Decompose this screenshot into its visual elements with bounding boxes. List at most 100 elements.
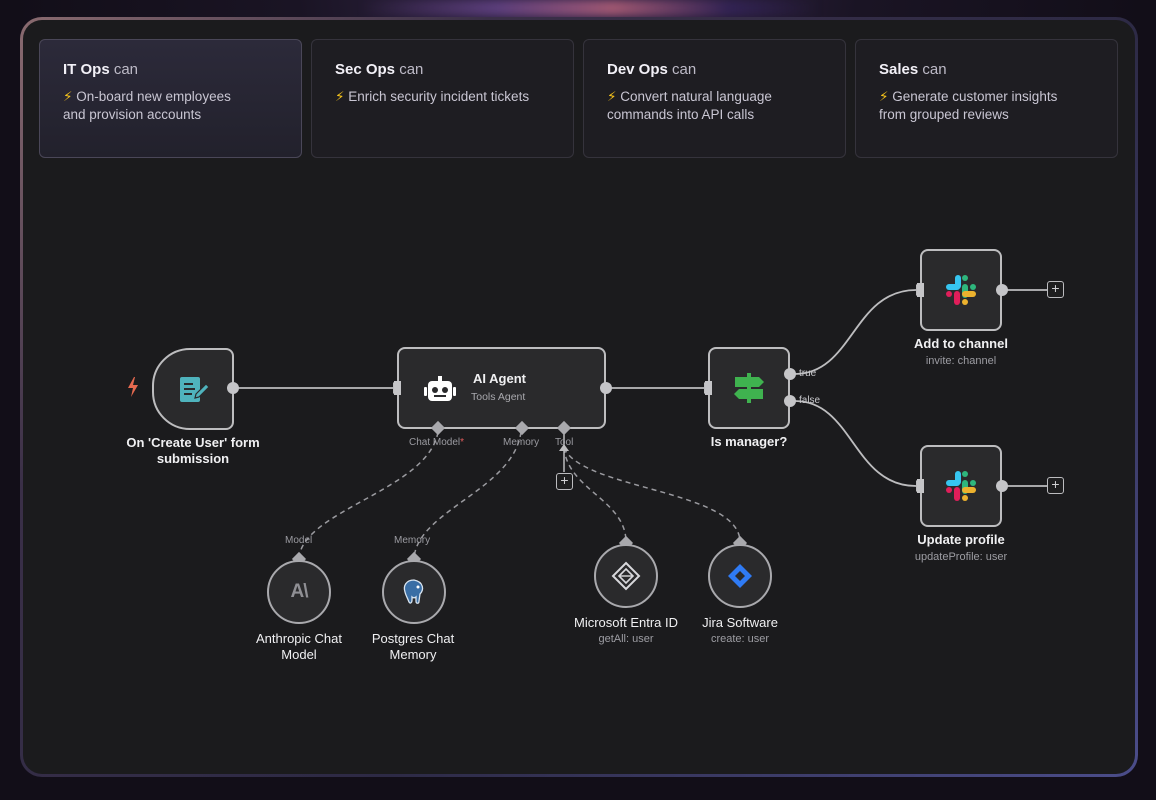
jira-software-node[interactable]: [708, 544, 772, 608]
postgres-port-label: Memory: [394, 535, 431, 546]
card-it-ops[interactable]: IT Ops can ⚡ On-board new employees and p…: [39, 39, 302, 158]
entra-sub: getAll: user: [598, 633, 654, 645]
true-output-port[interactable]: [784, 368, 796, 380]
arrow-tool-up: [559, 444, 569, 451]
app-frame: IT Ops can ⚡ On-board new employees and p…: [20, 17, 1138, 777]
card-desc-line2: commands into API calls: [607, 107, 755, 122]
signpost-icon: [734, 373, 764, 403]
update-profile-label: Update profile: [917, 532, 1005, 547]
card-title: Dev Ops can: [607, 60, 822, 80]
ai-agent-title: AI Agent: [473, 371, 526, 386]
add-to-channel-node[interactable]: [920, 249, 1002, 331]
frame-inner: IT Ops can ⚡ On-board new employees and p…: [23, 20, 1135, 774]
trigger-bolt-icon: [126, 376, 140, 398]
trigger-node[interactable]: [152, 348, 234, 430]
false-label: false: [799, 395, 821, 406]
anthropic-icon: A\: [290, 581, 309, 602]
card-description: ⚡ On-board new employees and provision ac…: [63, 88, 278, 124]
card-title: Sec Ops can: [335, 60, 550, 80]
card-title: IT Ops can: [63, 60, 278, 80]
bolt-icon: ⚡: [607, 89, 617, 104]
card-sec-ops[interactable]: Sec Ops can ⚡ Enrich security incident t…: [311, 39, 574, 158]
bolt-icon: ⚡: [63, 89, 73, 104]
update-profile-output-port[interactable]: [996, 480, 1008, 492]
anthropic-chat-model-node[interactable]: A\: [267, 560, 331, 624]
bolt-icon: ⚡: [879, 89, 889, 104]
update-profile-node[interactable]: [920, 445, 1002, 527]
slack-icon: [946, 471, 976, 501]
slack-icon: [946, 275, 976, 305]
chat-model-text: Chat Model: [409, 437, 461, 448]
link-true-add-channel: [794, 289, 917, 375]
true-label: true: [799, 368, 817, 379]
add-after-profile-button[interactable]: +: [1047, 477, 1064, 494]
anthropic-port-label: Model: [285, 535, 313, 546]
update-profile-input-port[interactable]: [917, 479, 924, 493]
link-model-dashed: [298, 431, 439, 559]
card-sales[interactable]: Sales can ⚡ Generate customer insights fr…: [855, 39, 1118, 158]
add-to-channel-output-port[interactable]: [996, 284, 1008, 296]
card-dev-ops[interactable]: Dev Ops can ⚡ Convert natural language co…: [583, 39, 846, 158]
postgres-chat-memory-node[interactable]: [382, 560, 446, 624]
link-tool-entra-dashed: [563, 447, 627, 543]
is-manager-label: Is manager?: [710, 434, 788, 449]
top-glow: [360, 0, 820, 16]
card-can: can: [399, 61, 424, 78]
card-team: Sec Ops: [335, 61, 396, 78]
chat-model-port-label: Chat Model*: [409, 437, 464, 448]
card-desc-line1: Convert natural language: [620, 89, 772, 104]
card-team: Dev Ops: [607, 61, 668, 78]
form-icon: [180, 377, 210, 402]
ai-agent-input-port[interactable]: [394, 381, 401, 395]
jira-label: Jira Software: [702, 615, 778, 630]
required-marker: *: [460, 437, 465, 448]
card-team: Sales: [879, 61, 919, 78]
tool-port-label: Tool: [555, 437, 574, 448]
entra-diamond-icon: [611, 561, 641, 591]
postgres-elephant-icon: [403, 579, 424, 604]
add-to-channel-label: Add to channel: [914, 336, 1008, 351]
card-desc-line2: and provision accounts: [63, 107, 202, 122]
microsoft-entra-node[interactable]: [594, 544, 658, 608]
trigger-label-line2: submission: [156, 451, 230, 466]
card-desc-line1: Enrich security incident tickets: [348, 89, 530, 104]
entra-label: Microsoft Entra ID: [573, 615, 679, 630]
card-description: ⚡ Generate customer insights from grouped…: [879, 88, 1094, 124]
add-tool-button[interactable]: +: [556, 473, 573, 490]
postgres-label-line1: Postgres Chat: [371, 631, 455, 646]
bolt-icon: ⚡: [335, 89, 345, 104]
is-manager-node[interactable]: [708, 347, 790, 429]
false-output-port[interactable]: [784, 395, 796, 407]
card-desc-line1: On-board new employees: [76, 89, 231, 104]
trigger-output-port[interactable]: [227, 382, 239, 394]
ai-agent-node[interactable]: AI Agent Tools Agent: [397, 347, 606, 429]
card-description: ⚡ Enrich security incident tickets: [335, 88, 550, 106]
jira-sub: create: user: [710, 633, 770, 645]
link-memory-dashed: [413, 431, 522, 559]
update-profile-sub: updateProfile: user: [914, 551, 1008, 563]
card-team: IT Ops: [63, 61, 110, 78]
card-desc-line2: from grouped reviews: [879, 107, 1009, 122]
add-to-channel-input-port[interactable]: [917, 283, 924, 297]
jira-icon: [728, 564, 752, 588]
card-description: ⚡ Convert natural language commands into …: [607, 88, 822, 124]
trigger-label-line1: On 'Create User' form: [126, 435, 260, 450]
add-after-channel-button[interactable]: +: [1047, 281, 1064, 298]
card-can: can: [922, 61, 947, 78]
link-tool-jira-dashed: [563, 447, 741, 543]
card-desc-line1: Generate customer insights: [892, 89, 1058, 104]
robot-icon: [424, 376, 456, 401]
ai-agent-subtitle: Tools Agent: [471, 391, 526, 403]
ai-agent-output-port[interactable]: [600, 382, 612, 394]
link-false-update-profile: [794, 400, 917, 487]
card-title: Sales can: [879, 60, 1094, 80]
add-to-channel-sub: invite: channel: [925, 355, 997, 367]
postgres-label-line2: Memory: [389, 647, 437, 662]
anthropic-label-line2: Model: [281, 647, 317, 662]
card-can: can: [672, 61, 697, 78]
is-manager-input-port[interactable]: [705, 381, 712, 395]
anthropic-label-line1: Anthropic Chat: [256, 631, 342, 646]
